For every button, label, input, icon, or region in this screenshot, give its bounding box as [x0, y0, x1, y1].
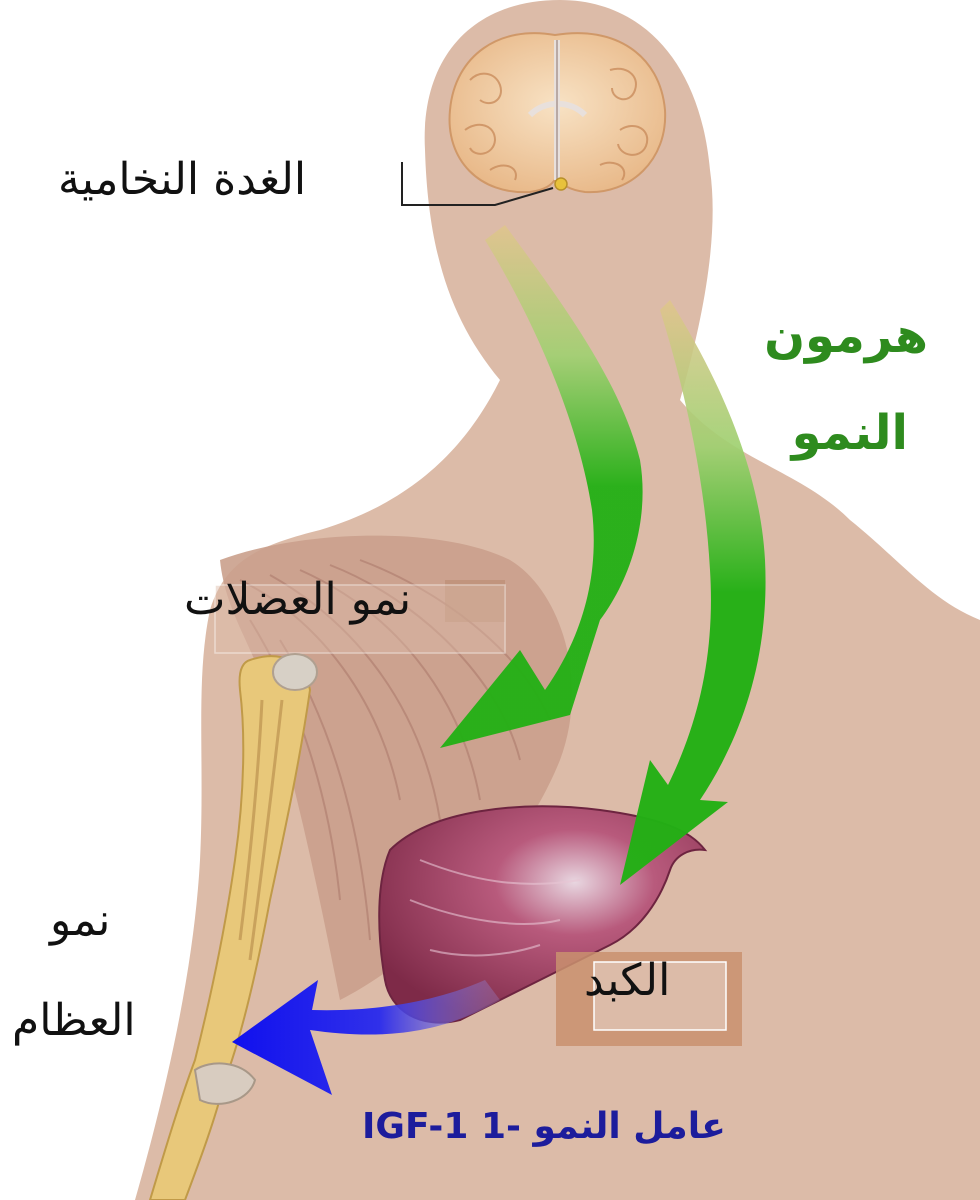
growth-hormone-arrow-to-muscle — [440, 225, 643, 748]
growth-hormone-label-line1: هرمون — [764, 308, 928, 364]
liver-label-box — [556, 952, 742, 1046]
liver-label: الكبد — [584, 955, 671, 1006]
pituitary-label: الغدة النخامية — [58, 154, 307, 205]
liver-illustration — [378, 805, 708, 1024]
bone-growth-label-line2: العظام — [12, 995, 136, 1046]
muscle-illustration — [214, 535, 572, 1000]
igf1-label: عامل النمو -1 IGF-1 — [362, 1106, 726, 1147]
growth-hormone-arrow-to-liver — [620, 300, 766, 885]
bone-growth-label-line1: نمو — [50, 895, 111, 946]
brain-illustration — [448, 32, 667, 194]
bone-illustration — [148, 653, 318, 1200]
pituitary-pointer-line — [401, 162, 554, 206]
muscle-growth-label: نمو العضلات — [184, 574, 412, 625]
igf1-arrow-to-bone — [232, 980, 500, 1095]
growth-hormone-label-line2: النمو — [791, 405, 908, 461]
pituitary-gland-marker — [554, 177, 568, 191]
